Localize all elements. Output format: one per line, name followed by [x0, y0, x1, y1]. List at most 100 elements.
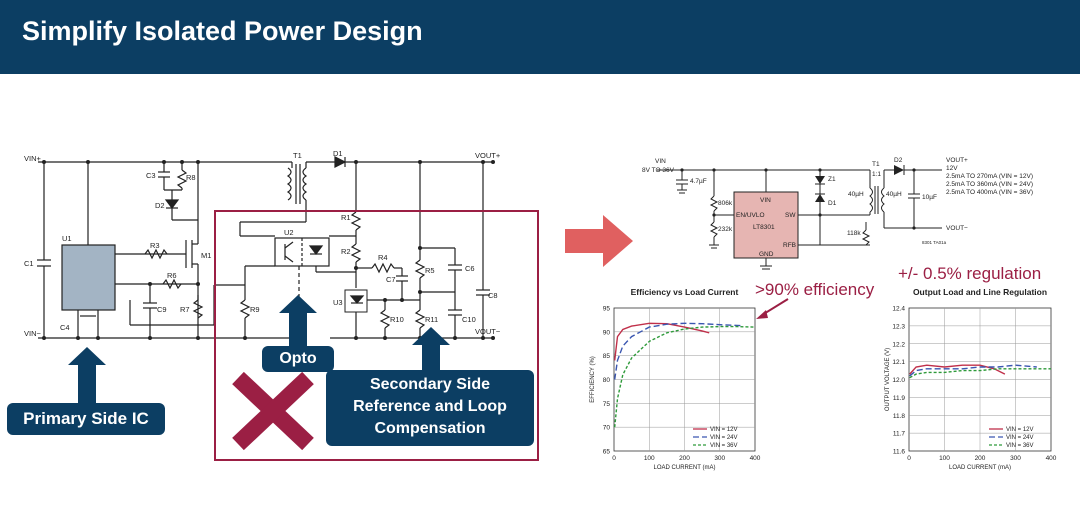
eff-ytick-label: 95: [603, 306, 611, 313]
lt-label-t1: T1: [872, 161, 880, 168]
eff-ytick-label: 90: [603, 329, 611, 336]
lt-ic-name: LT8301: [753, 224, 775, 231]
lt-label-lpri: 40µH: [848, 191, 864, 198]
label-vin-minus: VIN−: [24, 329, 42, 338]
lt-out-line-1: 12V: [946, 165, 958, 172]
arrow-primary-icon: [68, 347, 106, 405]
remove-x-mark: [232, 371, 314, 451]
reg-legend-label-3: VIN = 36V: [1006, 443, 1034, 449]
reg-legend-label-2: VIN = 24V: [1006, 435, 1034, 441]
lt-label-cin: 4.7µF: [690, 178, 707, 185]
label-r2: R2: [341, 247, 351, 256]
reg-series-line-2: [909, 364, 1037, 377]
lt-label-d1: D1: [828, 200, 837, 207]
reg-xlabel: LOAD CURRENT (mA): [949, 465, 1011, 471]
label-c1: C1: [24, 259, 34, 268]
lt-label-vout-plus: VOUT+: [946, 157, 968, 164]
label-r6: R6: [167, 271, 177, 280]
reg-xtick-label: 100: [939, 455, 950, 462]
lt-label-cout: 10µF: [922, 194, 937, 201]
lt-pin-gnd: GND: [759, 251, 774, 258]
label-c3: C3: [146, 171, 156, 180]
lt-pin-en: EN/UVLO: [736, 212, 765, 219]
efficiency-annotation: >90% efficiency: [755, 280, 875, 299]
label-c4: C4: [60, 323, 70, 332]
eff-series-line-3: [614, 325, 756, 428]
reg-xtick-label: 200: [975, 455, 986, 462]
label-c9: C9: [157, 305, 167, 314]
lt-out-line-4: 2.5mA TO 400mA (VIN = 36V): [946, 189, 1033, 196]
lt-label-rbot: 232k: [718, 226, 733, 233]
eff-ytick-label: 65: [603, 449, 611, 456]
eff-series-line-2: [614, 322, 741, 380]
eff-xtick-label: 200: [679, 455, 690, 462]
label-u3: U3: [333, 298, 343, 307]
lt-out-line-2: 2.5mA TO 270mA (VIN = 12V): [946, 173, 1033, 180]
eff-ytick-label: 70: [603, 425, 611, 432]
label-r5: R5: [425, 266, 435, 275]
label-vout-plus: VOUT+: [475, 151, 501, 160]
label-vin-plus: VIN+: [24, 154, 42, 163]
reg-ytick-label: 11.9: [893, 395, 906, 402]
eff-xtick-label: 0: [612, 455, 616, 462]
label-m1: M1: [201, 251, 211, 260]
reg-ytick-label: 12.3: [892, 323, 905, 330]
label-r1: R1: [341, 213, 351, 222]
lt-label-rtop: 806k: [718, 200, 733, 207]
reg-ylabel: OUTPUT VOLTAGE (V): [885, 348, 891, 411]
eff-xlabel: LOAD CURRENT (mA): [654, 465, 716, 471]
lt8301-schematic: VIN 8V TO 36V 4.7µF 806k 232k VIN EN/UVL…: [642, 157, 1033, 270]
transition-arrow-icon: [565, 215, 633, 267]
reg-ytick-label: 11.6: [893, 449, 906, 456]
label-c6: C6: [465, 264, 475, 273]
lt-label-lsec: 40µH: [886, 191, 902, 198]
flyback-schematic-left: VIN+ VIN− VOUT+ VOUT− T1 D1 C3 R8 D2 U1 …: [24, 149, 501, 340]
lt-pin-vin: VIN: [760, 197, 771, 204]
reg-ytick-label: 12.4: [892, 306, 905, 313]
secondary-side-callout: Secondary Side Reference and Loop Compen…: [326, 370, 534, 446]
reg-xtick-label: 300: [1010, 455, 1021, 462]
lt-label-d2: D2: [894, 157, 903, 164]
reg-ytick-label: 11.8: [893, 413, 906, 420]
reg-ytick-label: 11.7: [893, 431, 906, 438]
label-vout-minus: VOUT−: [475, 327, 501, 336]
regulation-chart: Output Load and Line Regulation 11.6 11.7 1…: [885, 287, 1057, 471]
secondary-side-highlight-box: [214, 210, 539, 461]
lt-label-t1-ratio: 1:1: [872, 171, 881, 178]
secondary-label-line1: Secondary Side: [369, 376, 491, 393]
reg-series-line-1: [909, 364, 1006, 375]
arrow-secondary-icon: [412, 327, 450, 373]
label-c8: C8: [488, 291, 498, 300]
opto-label: Opto: [279, 350, 317, 367]
eff-xtick-label: 300: [714, 455, 725, 462]
lt-label-rfb: 118k: [847, 230, 861, 237]
eff-title: Efficiency vs Load Current: [631, 287, 739, 297]
reg-ytick-label: 12.2: [892, 341, 905, 348]
lt-label-vin-range: 8V TO 36V: [642, 167, 675, 174]
lt8301-ic-block: [733, 191, 799, 259]
label-r9: R9: [250, 305, 260, 314]
label-r11: R11: [425, 315, 438, 324]
lt-label-vin: VIN: [655, 158, 666, 165]
eff-ytick-label: 85: [603, 353, 611, 360]
label-d1: D1: [333, 149, 343, 158]
label-r3: R3: [150, 241, 160, 250]
eff-series-line-1: [614, 322, 710, 361]
label-c10: C10: [462, 315, 476, 324]
reg-series-line-3: [909, 368, 1051, 379]
label-r10: R10: [390, 315, 404, 324]
label-r7: R7: [180, 305, 190, 314]
arrow-opto-icon: [279, 295, 317, 347]
label-d2: D2: [155, 201, 165, 210]
efficiency-pointer-arrow-icon: [756, 298, 789, 319]
eff-legend-label-1: VIN = 12V: [710, 427, 738, 433]
lt-label-vout-minus: VOUT−: [946, 225, 968, 232]
reg-ytick-label: 12.1: [892, 359, 905, 366]
lt-pin-sw: SW: [785, 212, 796, 219]
lt-label-z1: Z1: [828, 176, 836, 183]
primary-side-ic-callout: Primary Side IC: [7, 403, 165, 435]
reg-title: Output Load and Line Regulation: [913, 287, 1047, 297]
secondary-label-line2: Reference and Loop: [353, 398, 507, 415]
label-r4: R4: [378, 253, 388, 262]
secondary-label-line3: Compensation: [374, 420, 486, 437]
